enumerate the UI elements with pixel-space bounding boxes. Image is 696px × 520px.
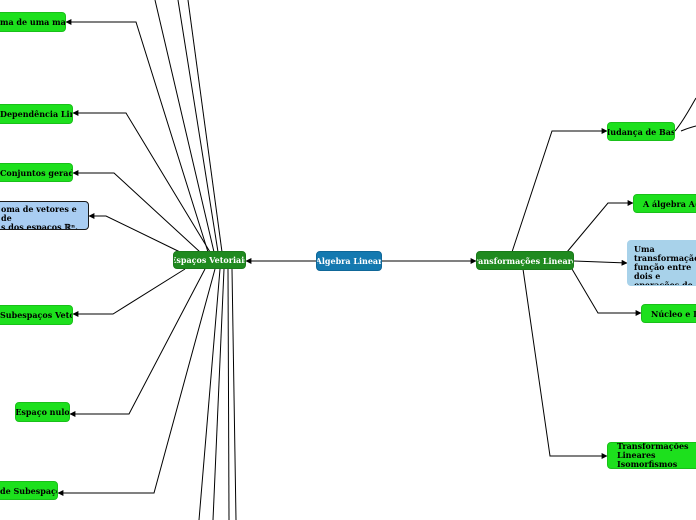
right-node-mudanca-base[interactable]: Mudança de Base bbox=[607, 122, 675, 141]
edge-mudanca-offscreen-2 bbox=[680, 125, 696, 132]
edge-right-algebra bbox=[566, 200, 634, 253]
right-node-uma-transformacao[interactable]: Uma transformação função entre dois e op… bbox=[627, 240, 696, 286]
left-node-label: de Subespaços bbox=[0, 485, 57, 496]
right-node-algebra-av[interactable]: A álgebra A(V ) d bbox=[633, 194, 696, 213]
edge-right-nucleo bbox=[571, 268, 642, 316]
right-node-isomorfismos[interactable]: Transformações Lineares Isomorfismos bbox=[607, 442, 696, 469]
edge-right-uma-transf bbox=[573, 259, 628, 266]
edge-left-soma bbox=[88, 213, 181, 253]
edge-left-subespacos bbox=[72, 268, 186, 317]
left-node-subespacos-vetoriais[interactable]: Subespaços Vetoriais bbox=[0, 305, 73, 325]
left-hub-node[interactable]: Espaços Vetoriais bbox=[173, 251, 246, 269]
edge-left-offscreen-bottom-1 bbox=[198, 268, 221, 520]
left-node-label: Espaço nulo bbox=[15, 407, 70, 417]
edge-left-offscreen-bottom-2 bbox=[212, 268, 225, 520]
left-node-matriz[interactable]: ma de uma matriz bbox=[0, 12, 66, 32]
edge-left-de-subespacos bbox=[57, 268, 216, 496]
left-node-label: Conjuntos geradores bbox=[0, 167, 72, 178]
left-node-dependencia[interactable]: Dependência Linear bbox=[0, 104, 73, 124]
left-node-label: ma de uma matriz bbox=[0, 17, 66, 27]
left-node-soma[interactable]: oma de vetores e de s dos espaços ℝⁿ. bbox=[0, 201, 89, 230]
right-node-label: Mudança de Base bbox=[608, 126, 674, 137]
right-node-label: Transformações Lineares Isomorfismos bbox=[617, 442, 689, 469]
right-node-nucleo-imagem[interactable]: Núcleo e Imag bbox=[641, 304, 696, 323]
right-node-label: Núcleo e Imag bbox=[651, 308, 696, 319]
right-node-label: A álgebra A(V ) d bbox=[643, 198, 696, 209]
left-node-geradores[interactable]: Conjuntos geradores bbox=[0, 163, 73, 182]
left-hub-label: Espaços Vetoriais bbox=[173, 255, 246, 265]
edge-left-matriz bbox=[65, 19, 209, 253]
right-hub-node[interactable]: Transformações Lineares bbox=[476, 251, 574, 270]
edge-left-nulo bbox=[69, 268, 206, 417]
center-node[interactable]: Algebra Linear bbox=[316, 251, 382, 271]
edge-right-mudanca bbox=[511, 128, 608, 253]
edge-left-offscreen-bottom-3 bbox=[227, 268, 230, 520]
edge-left-offscreen-top-3 bbox=[187, 0, 223, 253]
right-node-label: Uma transformação função entre dois e op… bbox=[634, 244, 696, 286]
edge-left-offscreen-top-1 bbox=[154, 0, 215, 253]
edge-left-offscreen-top-2 bbox=[177, 0, 219, 253]
left-node-label: Dependência Linear bbox=[0, 109, 72, 119]
left-node-espaco-nulo[interactable]: Espaço nulo bbox=[15, 402, 70, 422]
edge-mudanca-offscreen-1 bbox=[674, 97, 696, 132]
edge-left-dependencia bbox=[72, 110, 211, 253]
edge-left-offscreen-bottom-4 bbox=[231, 268, 237, 520]
edge-right-isomorfismos bbox=[522, 268, 608, 459]
left-node-label: Subespaços Vetoriais bbox=[0, 310, 73, 320]
left-node-de-subespacos[interactable]: de Subespaços bbox=[0, 481, 58, 500]
center-label: Algebra Linear bbox=[316, 256, 382, 266]
right-hub-label: Transformações Lineares bbox=[477, 255, 573, 266]
left-node-label: oma de vetores e de s dos espaços ℝⁿ. bbox=[1, 204, 78, 230]
edge-left-geradores bbox=[72, 170, 201, 253]
